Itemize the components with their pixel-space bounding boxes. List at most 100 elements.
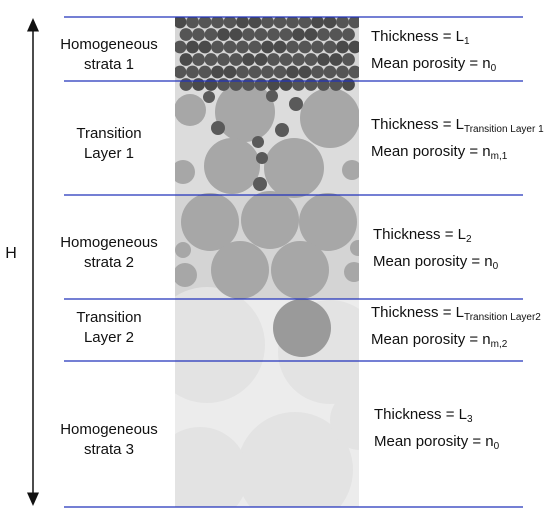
layer-label-strata-3: Homogeneous strata 3: [52, 420, 166, 460]
coarse-grain: [330, 390, 359, 450]
fine-grain: [342, 28, 355, 41]
layer-label-line: strata 1: [83, 56, 135, 73]
fine-grain: [267, 53, 280, 66]
fine-grain: [323, 17, 337, 29]
fine-grain: [304, 53, 318, 66]
fine-grain: [229, 53, 243, 66]
fine-grain: [203, 91, 215, 103]
properties-transition-1: Thickness = LTransition Layer 1 Mean por…: [371, 115, 544, 169]
fine-grain: [261, 65, 274, 79]
fine-grain: [311, 40, 324, 54]
fine-grain: [329, 78, 343, 91]
medium-grain: [344, 262, 359, 282]
medium-grain: [271, 241, 329, 299]
fine-grain: [248, 40, 262, 54]
fine-grain: [236, 40, 249, 54]
fine-grain: [261, 17, 274, 29]
fine-grain: [348, 40, 359, 54]
medium-grain: [215, 82, 275, 142]
porosity-text: Mean porosity = n0: [373, 253, 499, 272]
fine-grain: [223, 17, 237, 29]
fine-grain: [217, 78, 230, 91]
fine-grain: [236, 17, 249, 29]
thickness-text: Thickness = LTransition Layer2: [371, 304, 541, 323]
fine-grain: [273, 17, 287, 29]
layer-label-strata-1: Homogeneous strata 1: [52, 35, 166, 75]
porosity-text: Mean porosity = nm,2: [371, 331, 508, 350]
fine-grain: [179, 78, 193, 91]
fine-grain: [273, 65, 287, 79]
fine-grain: [242, 78, 255, 91]
layer-label-line: Homogeneous: [60, 234, 158, 251]
fine-grain: [254, 53, 268, 66]
layer-label-line: strata 2: [83, 254, 135, 271]
layer-label-line: Homogeneous: [60, 36, 158, 53]
fine-grain: [186, 17, 199, 29]
fine-grain: [323, 40, 337, 54]
layer-boundaries: [64, 16, 523, 508]
fine-grain: [267, 28, 280, 41]
fine-grain: [266, 90, 278, 102]
fine-grain: [242, 28, 255, 41]
fine-grain: [192, 78, 205, 91]
medium-grain: [273, 299, 331, 357]
porosity-text: Mean porosity = n0: [371, 55, 497, 74]
fine-grain: [186, 65, 199, 79]
medium-grain: [211, 241, 269, 299]
fine-grain: [175, 40, 187, 54]
medium-grain: [350, 240, 359, 256]
fine-grain: [211, 17, 224, 29]
thickness-text: Thickness = L1: [371, 28, 470, 47]
fine-grain: [229, 28, 243, 41]
fine-grain: [267, 78, 280, 91]
fine-grain: [256, 152, 268, 164]
fine-grain: [286, 17, 299, 29]
layer-label-line: strata 3: [83, 441, 135, 458]
fine-grain: [298, 17, 312, 29]
fine-grain: [298, 40, 312, 54]
fine-grain: [254, 78, 268, 91]
fine-grain: [279, 28, 293, 41]
fine-grain: [204, 78, 218, 91]
fine-grain: [336, 65, 349, 79]
medium-grain: [175, 263, 197, 287]
thickness-text: Thickness = L2: [373, 226, 472, 245]
layer-label-line: Homogeneous: [60, 421, 158, 438]
properties-transition-2: Thickness = LTransition Layer2 Mean poro…: [371, 303, 541, 357]
fine-grain: [217, 28, 230, 41]
fine-grain: [329, 53, 343, 66]
fine-grain: [192, 28, 205, 41]
medium-grain: [299, 193, 357, 251]
medium-grain: [175, 160, 195, 184]
coarse-grain: [175, 287, 265, 403]
fine-grain: [286, 65, 299, 79]
fine-grain: [236, 65, 249, 79]
fine-grain: [304, 28, 318, 41]
fine-grain: [286, 40, 299, 54]
fine-grain: [242, 53, 255, 66]
fine-grain: [198, 17, 212, 29]
fine-grain: [223, 65, 237, 79]
fine-grain: [211, 121, 225, 135]
fine-grain: [279, 78, 293, 91]
fine-grain: [311, 17, 324, 29]
fine-grain: [198, 65, 212, 79]
fine-grain: [229, 78, 243, 91]
fine-grain: [336, 17, 349, 29]
height-axis-label: H: [5, 245, 17, 262]
fine-grain: [317, 28, 330, 41]
fine-grain: [292, 53, 305, 66]
layer-label-transition-2: Transition Layer 2: [52, 308, 166, 348]
layer-label-line: Layer 1: [83, 145, 135, 162]
fine-grain: [186, 40, 199, 54]
fine-grain: [253, 177, 267, 191]
fine-grain: [198, 40, 212, 54]
fine-grain: [179, 28, 193, 41]
fine-grain: [348, 17, 359, 29]
layer-label-line: Transition: [76, 125, 142, 142]
fine-grain: [273, 40, 287, 54]
fine-grain: [292, 28, 305, 41]
thickness-text: Thickness = LTransition Layer 1: [371, 116, 544, 135]
fine-grain: [254, 28, 268, 41]
